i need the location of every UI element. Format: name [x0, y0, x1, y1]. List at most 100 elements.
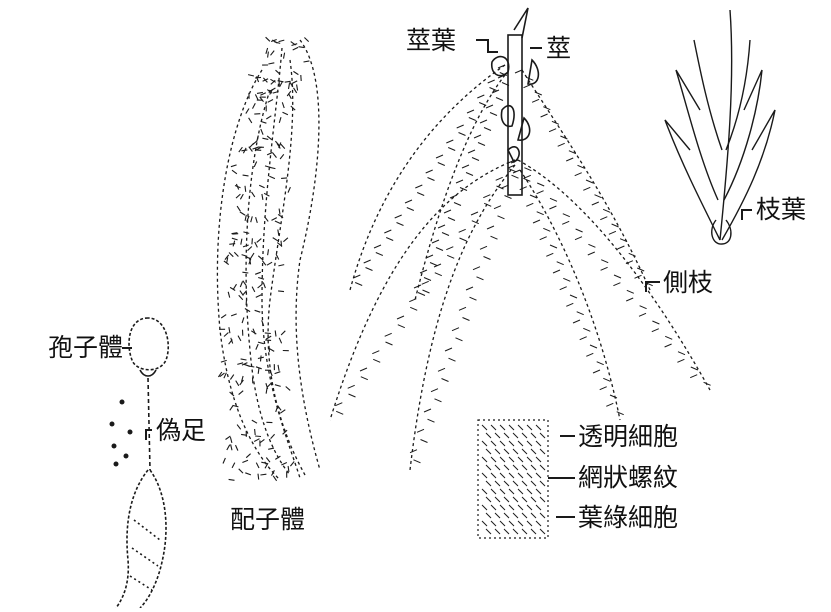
- leaflet-stroke: [237, 206, 240, 211]
- leaflet-stroke: [482, 457, 487, 462]
- leaflet-stroke: [245, 473, 251, 475]
- leaflet-stroke: [230, 437, 232, 443]
- leaflet-stroke: [491, 489, 496, 494]
- leaflet-stroke: [240, 212, 245, 215]
- leaflet-stroke: [360, 368, 367, 371]
- leaflet-stroke: [262, 194, 263, 200]
- leaflet-stroke: [275, 372, 281, 374]
- leaflet-stroke: [279, 117, 281, 123]
- leaflet-stroke: [494, 206, 501, 209]
- leaflet-stroke: [479, 103, 486, 106]
- leaflet-stroke: [478, 143, 485, 146]
- leaflet-stroke: [462, 165, 469, 168]
- leaflet-stroke: [256, 344, 258, 350]
- leaflet-stroke: [251, 253, 254, 258]
- leaflet-stroke: [293, 71, 298, 74]
- leaflet-stroke: [276, 254, 279, 259]
- leaflet-stroke: [256, 463, 259, 468]
- label-pseudopodium: 偽足: [156, 418, 206, 443]
- leaflet-stroke: [255, 272, 261, 274]
- leaflet-stroke: [250, 143, 254, 147]
- leaflet-stroke: [577, 312, 584, 315]
- leaflet-stroke: [407, 208, 414, 211]
- leaflet-stroke: [486, 465, 491, 470]
- leaflet-stroke: [252, 287, 255, 292]
- leaflet-stroke: [501, 185, 508, 188]
- leaflet-stroke: [566, 303, 573, 306]
- leaflet-stroke: [459, 133, 466, 136]
- leaflet-stroke: [588, 252, 595, 255]
- spores: [110, 400, 133, 467]
- leaflet-stroke: [522, 449, 527, 454]
- leaflet-stroke: [606, 403, 613, 406]
- leaflet-stroke: [242, 272, 248, 273]
- leaflet-stroke: [540, 465, 545, 470]
- leaflet-stroke: [610, 395, 617, 398]
- leaflet-stroke: [496, 98, 503, 101]
- leaflet-stroke: [509, 489, 514, 494]
- leaflet-stroke: [522, 513, 527, 518]
- leaflet-stroke: [562, 221, 569, 224]
- leaflet-stroke: [495, 529, 500, 534]
- leaflet-stroke: [531, 433, 536, 438]
- leaflet-stroke: [531, 481, 536, 486]
- leaflet-stroke: [417, 193, 424, 196]
- leaflet-stroke: [223, 458, 225, 464]
- leaflet-stroke: [469, 118, 476, 121]
- leaflet-stroke: [482, 521, 487, 526]
- leaflet-stroke: [405, 200, 412, 203]
- leaflet-stroke: [536, 473, 541, 478]
- leaflet-stroke: [279, 209, 280, 215]
- leaflet-stroke: [491, 425, 496, 430]
- leaflet-stroke: [490, 88, 497, 91]
- leaflet-stroke: [495, 433, 500, 438]
- leaflet-stroke: [496, 177, 503, 180]
- leaflet-stroke: [533, 220, 540, 223]
- leaflet-stroke: [255, 94, 258, 99]
- leaflet-stroke: [422, 281, 429, 284]
- leaflet-stroke: [540, 433, 545, 438]
- leaflet-stroke: [256, 295, 261, 298]
- leaflet-stroke: [348, 385, 355, 388]
- leaflet-stroke: [509, 457, 514, 462]
- leaflet-stroke: [243, 232, 249, 234]
- leaflet-stroke: [258, 278, 264, 280]
- leaflet-stroke: [278, 365, 279, 371]
- leaflet-stroke: [284, 53, 285, 59]
- leaflet-stroke: [588, 244, 595, 247]
- leaflet-stroke: [278, 265, 284, 266]
- leaflet-stroke: [613, 283, 620, 286]
- leaflet-stroke: [376, 253, 383, 256]
- leaflet-stroke: [513, 497, 518, 502]
- leaflet-stroke: [639, 313, 646, 316]
- leaflet-stroke: [263, 79, 269, 82]
- leaflet-stroke: [540, 449, 545, 454]
- leaflet-stroke: [486, 481, 491, 486]
- leaflet-stroke: [504, 465, 509, 470]
- leaflet-stroke: [504, 433, 509, 438]
- leaflet-stroke: [256, 217, 258, 223]
- leaflet-stroke: [442, 233, 449, 236]
- leaflet-stroke: [239, 147, 243, 152]
- leaflet-stroke: [566, 158, 573, 161]
- leaflet-stroke: [484, 203, 491, 206]
- leaflet-stroke: [570, 295, 577, 298]
- leaflet-stroke: [504, 497, 509, 502]
- leaflet-stroke: [246, 109, 249, 114]
- leaflet-stroke: [480, 120, 487, 123]
- leaflet-stroke: [531, 465, 536, 470]
- leaflet-stroke: [536, 489, 541, 494]
- leaflet-stroke: [232, 238, 238, 240]
- leaflet-stroke: [304, 38, 308, 42]
- leaflet-stroke: [229, 244, 235, 245]
- leaflet-stroke: [240, 291, 243, 296]
- leaflet-stroke: [483, 195, 490, 198]
- leaflet-stroke: [527, 425, 532, 430]
- leaflet-stroke: [482, 441, 487, 446]
- label-stem: 莖: [546, 36, 571, 61]
- leaflet-stroke: [267, 152, 273, 155]
- leaflet-stroke: [265, 217, 269, 222]
- leaflet-stroke: [580, 337, 587, 340]
- leaflet-stroke: [436, 248, 443, 251]
- label-stem-leaf: 莖葉: [406, 28, 456, 53]
